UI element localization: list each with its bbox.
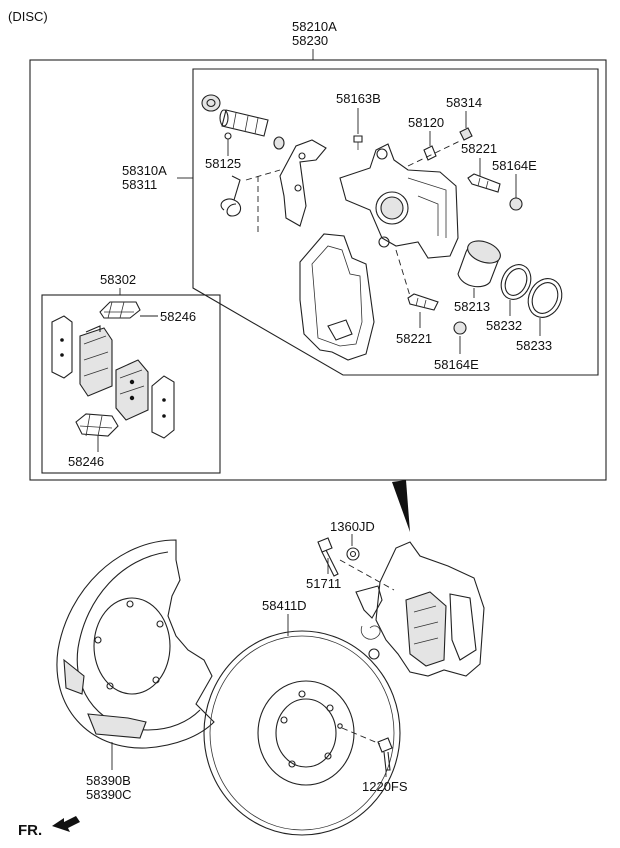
pad-kit-box [41,294,221,474]
guide-bolt-bottom [407,293,439,311]
bleeder-cap [459,127,473,141]
anti-rattle-spring [220,175,242,217]
label-58120: 58120 [408,115,444,130]
label-58314: 58314 [446,95,482,110]
caliper-carrier [299,233,375,361]
brake-disc [203,630,401,836]
assembly-frame [29,59,607,481]
caliper-assembled [355,541,485,677]
washer [346,547,360,561]
variant-label: (DISC) [8,9,48,24]
label-58233: 58233 [516,338,552,353]
label-58230: 58230 [292,33,328,48]
caliper-piston [457,240,501,288]
piston-boot [527,278,563,318]
front-arrow-icon [52,816,80,832]
pad-clip-lower [75,413,119,437]
brake-pad-inner-left [79,325,113,397]
label-1220FS: 1220FS [362,779,408,794]
dash-58125 [245,169,281,181]
label-58302: 58302 [100,272,136,287]
pad-clip-upper [99,301,141,319]
caliper-housing [339,143,459,259]
guide-pin-bushing [273,136,285,150]
label-58246-bottom: 58246 [68,454,104,469]
label-58210A: 58210A [292,19,337,34]
caliper-bracket-plate [279,139,327,227]
guide-pin [219,109,269,137]
pointer-arrow [392,480,410,532]
guide-pin-boot [201,94,221,112]
label-58411D: 58411D [262,598,307,613]
label-58390C: 58390C [86,787,132,802]
label-58163B: 58163B [336,91,381,106]
label-58221-bottom: 58221 [396,331,432,346]
guide-bolt-top [467,173,501,193]
bleeder-valve [423,145,437,161]
label-51711: 51711 [306,576,341,591]
label-58125: 58125 [205,156,241,171]
brake-pad-inner-right [115,359,149,421]
brake-pad-outer-right [151,375,175,439]
bleeder-screw [353,135,363,150]
dash-51711 [339,559,395,591]
guide-bolt-cap-top [509,197,523,211]
label-58390B: 58390B [86,773,131,788]
dash-1220FS [341,727,381,745]
dash-bottom-bolt [395,249,411,297]
label-1360JD: 1360JD [330,519,375,534]
front-direction-label: FR. [18,822,42,839]
label-58246-right: 58246 [160,309,196,324]
label-58221-top: 58221 [461,141,497,156]
disc-screw [377,737,393,771]
label-58164E-bottom: 58164E [434,357,479,372]
small-washer [224,132,232,140]
label-58311: 58311 [122,177,157,192]
dust-shield [56,539,215,749]
label-58164E-top: 58164E [492,158,537,173]
brake-pad-outer-left [51,315,73,379]
label-58232: 58232 [486,318,522,333]
guide-bolt-cap-bottom [453,321,467,335]
label-58213: 58213 [454,299,490,314]
piston-seal [500,264,532,300]
caliper-frame [192,68,599,376]
label-58310A: 58310A [122,163,167,178]
